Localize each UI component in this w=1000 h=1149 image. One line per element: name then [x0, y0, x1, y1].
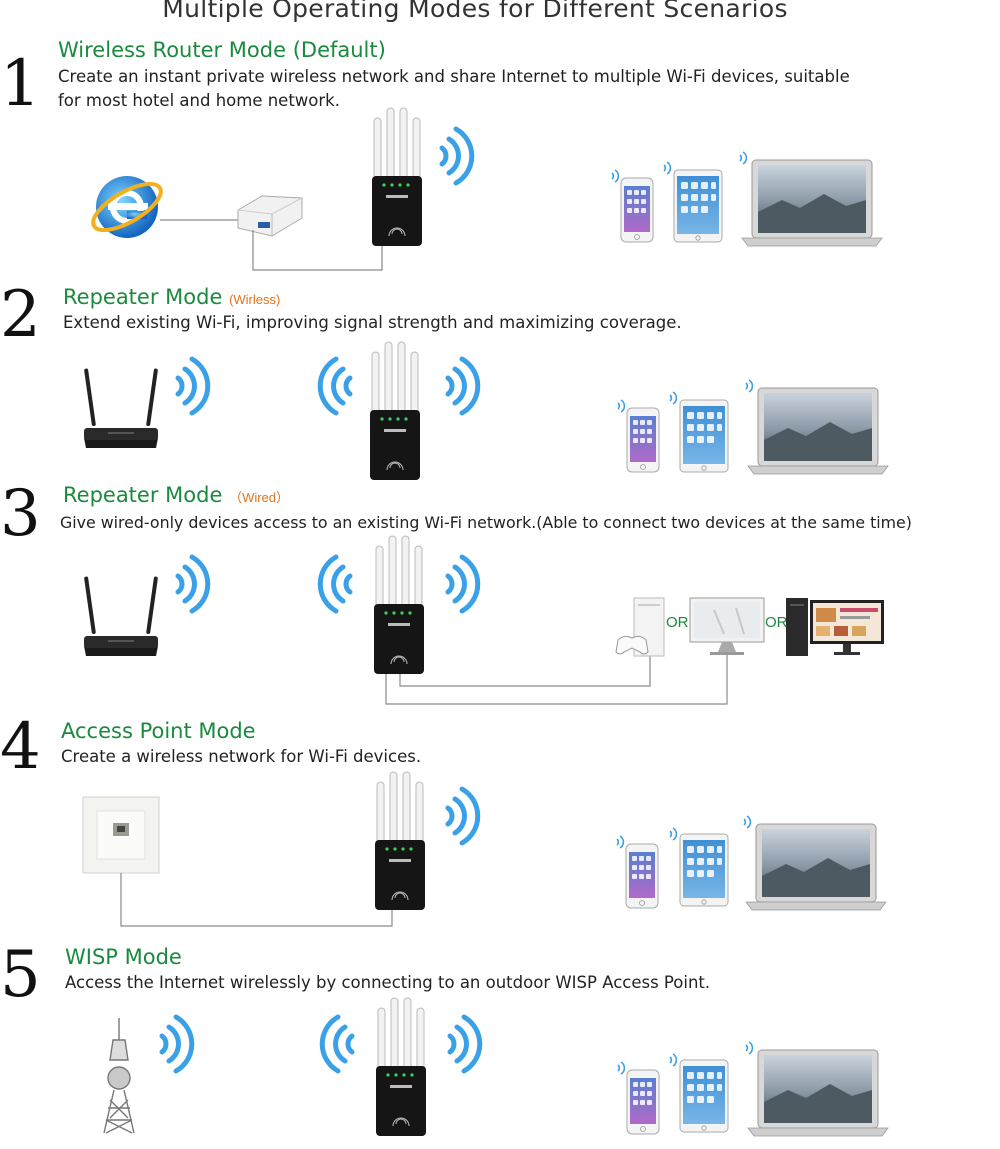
mode-5-diagram — [103, 997, 889, 1137]
mode-4-diagram — [82, 771, 887, 927]
mode-description-4: Create a wireless network for Wi-Fi devi… — [61, 747, 422, 766]
mode-1-diagram — [91, 107, 883, 271]
tablet-icon — [679, 1059, 729, 1133]
repeater-device — [369, 341, 421, 481]
desktop-pc-icon — [786, 598, 884, 656]
mode-number-5: 5 — [0, 938, 41, 1012]
laptop-icon — [747, 1049, 889, 1137]
tablet-icon — [679, 833, 729, 907]
laptop-icon — [745, 823, 887, 911]
internet-explorer-icon — [91, 176, 163, 238]
mode-2-diagram — [83, 341, 889, 481]
repeater-device — [375, 997, 427, 1137]
page-title: Multiple Operating Modes for Different S… — [162, 0, 788, 23]
wall-ethernet-socket-icon — [82, 796, 160, 874]
phone-icon — [626, 407, 660, 473]
mode-description-5: Access the Internet wirelessly by connec… — [65, 973, 711, 992]
repeater-device — [371, 107, 423, 247]
main-router-icon — [83, 368, 159, 448]
mode-title-4: Access Point Mode — [61, 719, 256, 743]
mode-note-3: （Wired） — [229, 490, 290, 505]
modem-icon — [237, 195, 303, 237]
tablet-icon — [673, 169, 723, 243]
or-label-1: OR — [666, 614, 689, 631]
mode-number-4: 4 — [0, 710, 41, 784]
phone-icon — [625, 843, 659, 909]
mode-title-5: WISP Mode — [65, 945, 182, 969]
tablet-icon — [679, 399, 729, 473]
phone-icon — [620, 177, 654, 243]
mode-title-2: Repeater Mode (Wirless) — [63, 285, 281, 309]
laptop-icon — [747, 387, 889, 475]
or-label-2: OR — [765, 614, 788, 631]
repeater-device — [373, 535, 425, 675]
mode-title-1: Wireless Router Mode (Default) — [58, 38, 386, 62]
mode-note-2: (Wirless) — [229, 292, 281, 307]
mode-number-2: 2 — [0, 278, 41, 352]
mode-number-1: 1 — [0, 47, 41, 121]
phone-icon — [626, 1069, 660, 1135]
transmission-tower-icon — [103, 1018, 135, 1134]
mode-title-3: Repeater Mode （Wired） — [63, 483, 290, 507]
main-router-icon — [83, 576, 159, 656]
mode-description-1: Create an instant private wireless netwo… — [58, 67, 850, 110]
laptop-icon — [741, 159, 883, 247]
mode-description-2: Extend existing Wi-Fi, improving signal … — [63, 313, 682, 332]
monitor-icon — [689, 597, 765, 655]
mode-number-3: 3 — [0, 477, 41, 551]
repeater-device — [374, 771, 426, 911]
game-console-icon — [615, 597, 665, 657]
mode-3-diagram — [83, 535, 884, 705]
mode-description-3: Give wired-only devices access to an exi… — [60, 513, 912, 532]
